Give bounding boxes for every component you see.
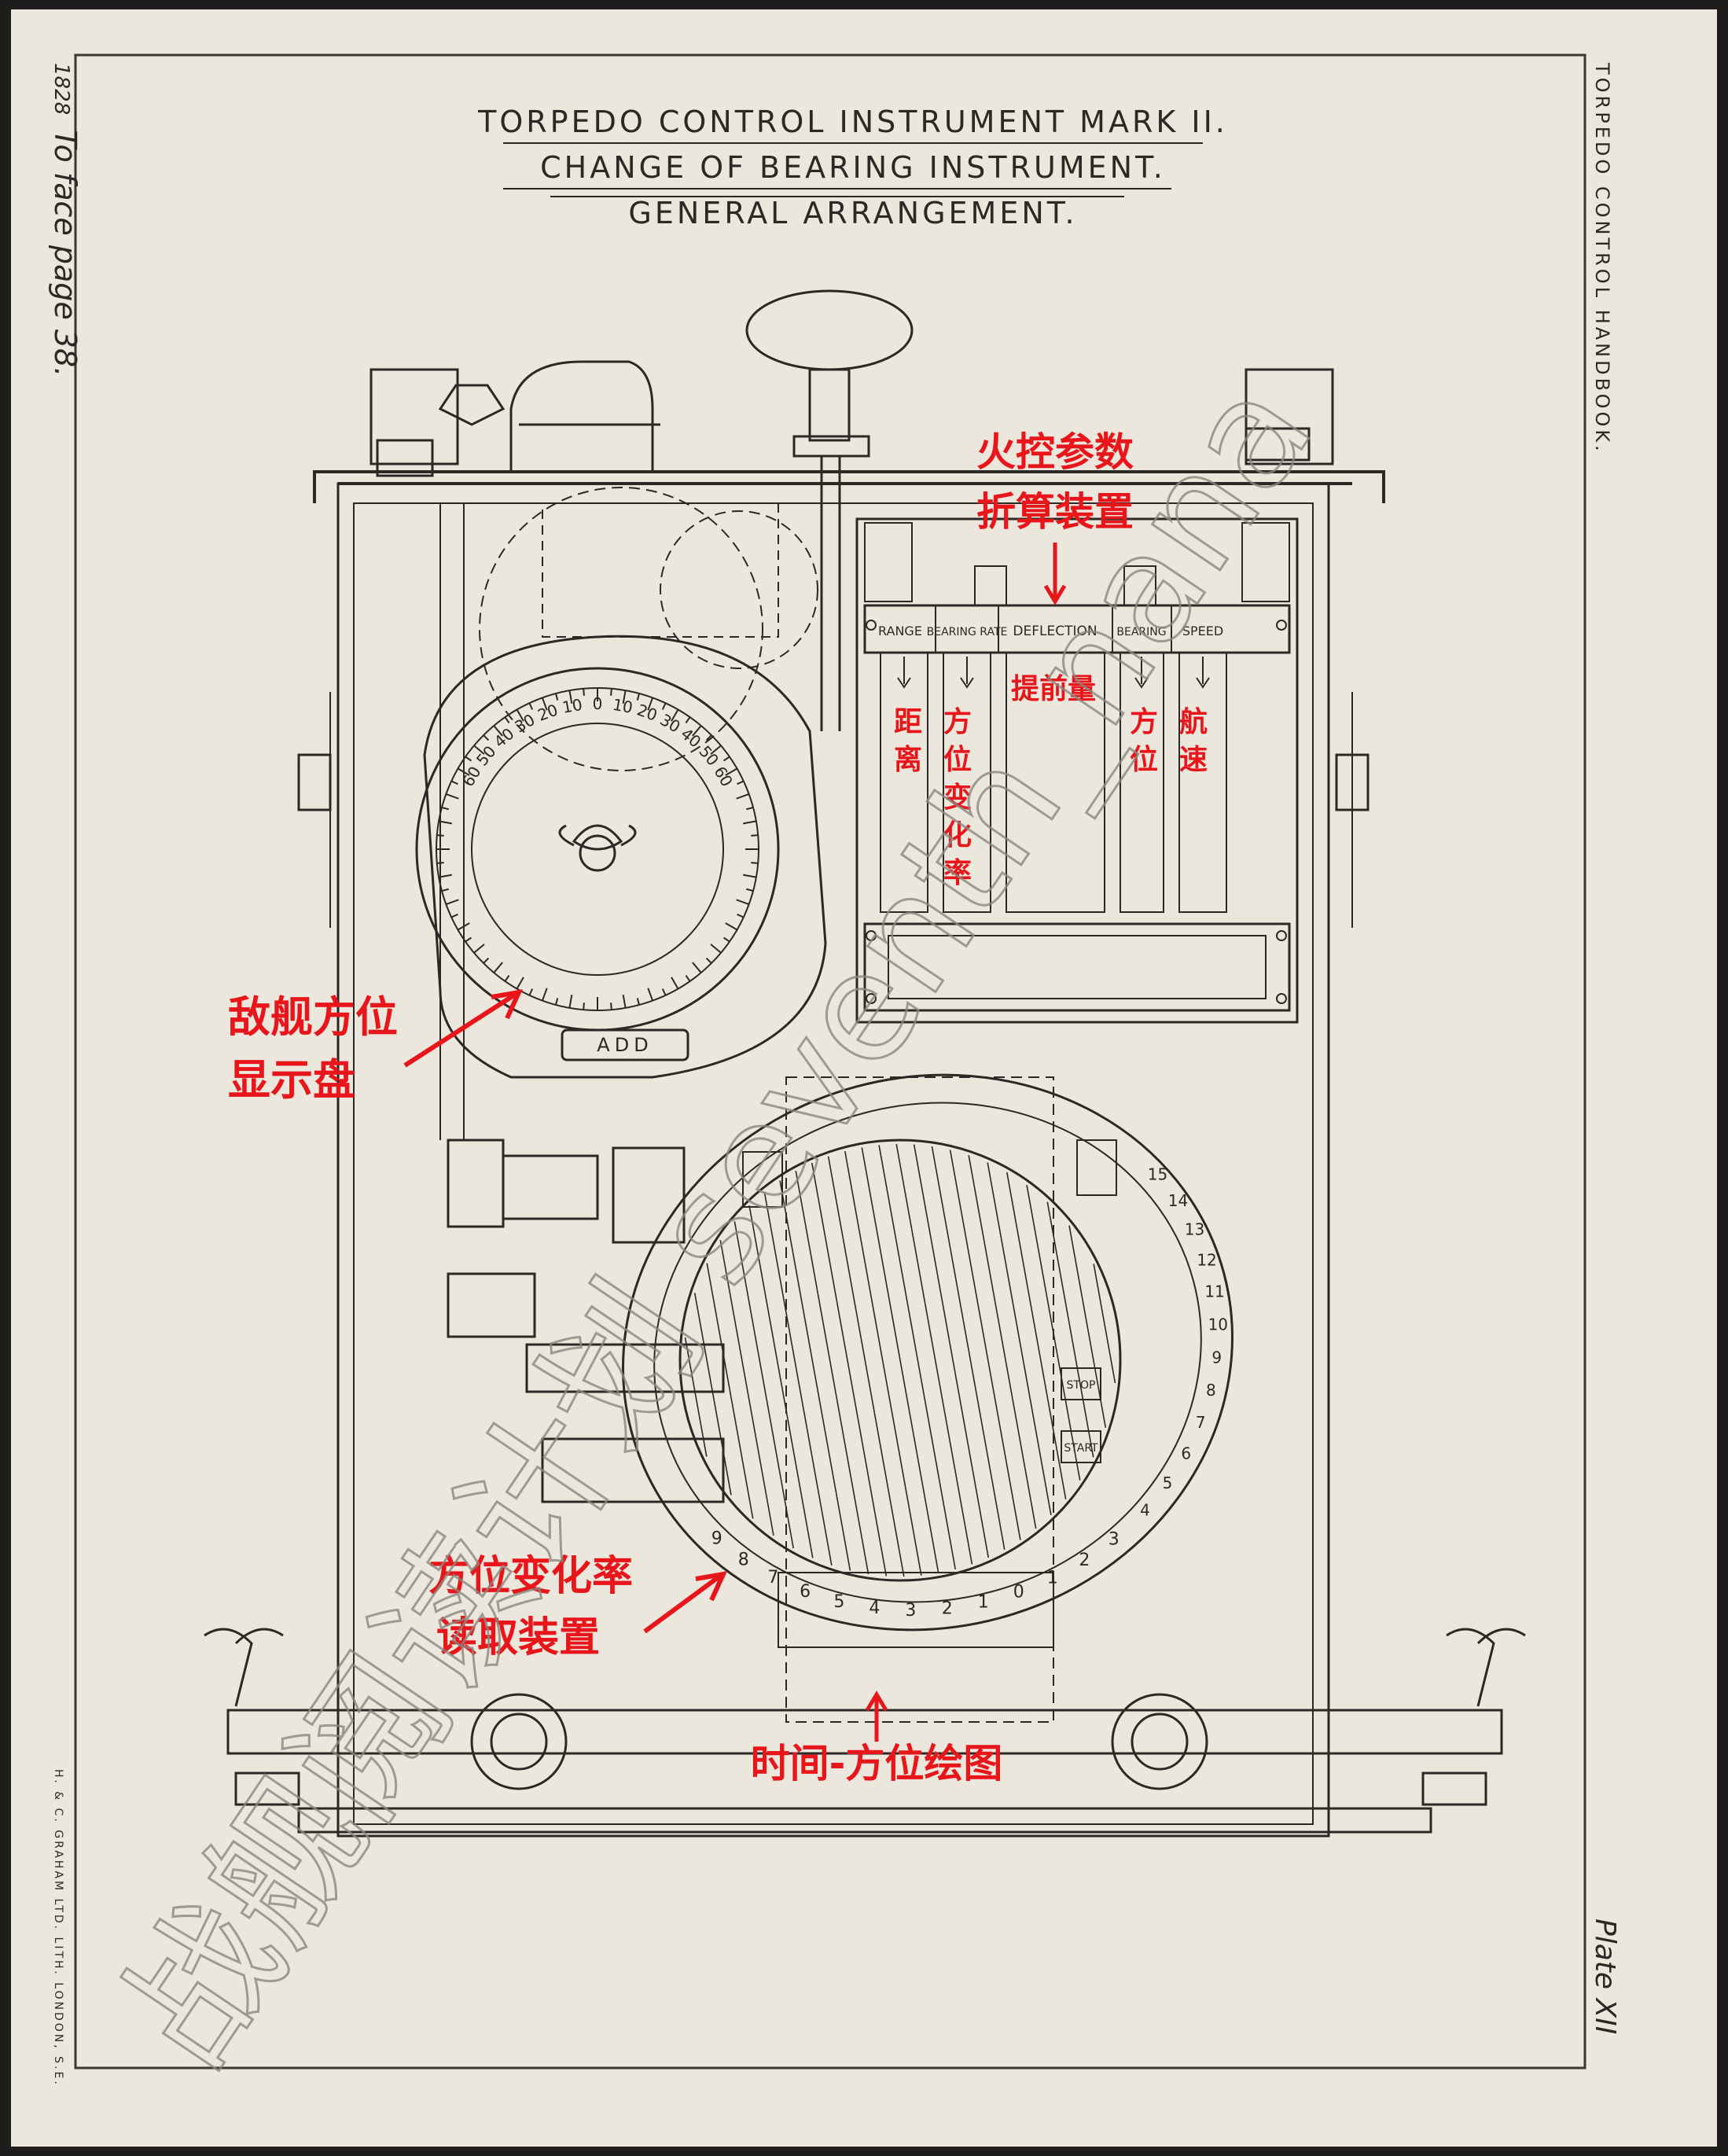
dial-pointer: [572, 824, 623, 851]
annotation-calc-line2: 折算装置: [976, 489, 1134, 535]
add-label: ADD: [597, 1034, 653, 1056]
scale-number: 4: [1140, 1500, 1150, 1519]
scale-number: 2: [1079, 1551, 1090, 1570]
panel-label-bearing-rate: BEARING RATE: [927, 626, 1008, 638]
title-line-3: GENERAL ARRANGEMENT.: [628, 196, 1077, 230]
dial-label: 10: [612, 695, 634, 717]
plate-border: [74, 53, 1586, 2070]
panel-label-speed: SPEED: [1182, 624, 1223, 638]
time-bearing-plot: STOP START: [622, 1073, 1233, 1723]
annotation-rate-reader-line2: 读取装置: [436, 1614, 600, 1661]
plot-outer-ring: [622, 1073, 1233, 1632]
scale-number: 13: [1185, 1220, 1204, 1239]
annotation-char: 率: [943, 857, 972, 889]
panel-label-deflection: DEFLECTION: [1013, 624, 1097, 639]
annotation-char: 方: [943, 706, 972, 738]
scale-number: 3: [905, 1601, 916, 1621]
panel-label-range: RANGE: [878, 624, 922, 638]
scale-number: 7: [1196, 1413, 1206, 1432]
annotation-char: 化: [943, 819, 972, 852]
scale-number: 2: [942, 1599, 953, 1618]
panel-label-bearing: BEARING: [1116, 626, 1166, 638]
annotation-bearing: 方位: [1130, 706, 1158, 776]
panel-column-labels: RANGE BEARING RATE DEFLECTION BEARING SP…: [878, 624, 1223, 639]
scale-number: 1: [1047, 1569, 1058, 1588]
annotation-time-bearing: 时间-方位绘图: [751, 1741, 1003, 1786]
printer-mark: H. & C. GRAHAM LTD. LITH. LONDON, S.E.: [52, 1769, 64, 2087]
annotation-calc-line1: 火控参数: [976, 429, 1134, 475]
annotation-deflection: 提前量: [1011, 673, 1096, 705]
scale-number: 8: [1206, 1381, 1216, 1400]
start-label: START: [1064, 1442, 1098, 1455]
scale-number: 3: [1108, 1529, 1120, 1549]
bearing-column: [1120, 652, 1164, 913]
left-note: To face page 38.: [48, 130, 83, 377]
title-line-1: TORPEDO CONTROL INSTRUMENT MARK II.: [477, 105, 1228, 139]
annotation-char: 位: [943, 744, 972, 776]
annotation-char: 变: [943, 781, 972, 814]
scale-number: 9: [1211, 1348, 1222, 1367]
scale-number: 7: [767, 1568, 778, 1588]
instrument-drawing: [297, 289, 1385, 1838]
speed-column: [1178, 652, 1227, 913]
scale-number: 11: [1204, 1282, 1224, 1301]
annotation-char: 距: [894, 706, 922, 738]
fire-control-panel: [855, 517, 1299, 1024]
annotation-enemy-line1: 敌舰方位: [228, 992, 398, 1042]
dial-label: 10: [561, 695, 583, 717]
scale-number: 12: [1197, 1250, 1216, 1269]
dial-face: [471, 723, 724, 976]
stop-label: STOP: [1067, 1379, 1096, 1392]
enemy-bearing-dial: ADD: [415, 635, 827, 1079]
plate-number: Plate XII: [1589, 1919, 1621, 2034]
left-number: 1828: [50, 63, 73, 115]
start-button: [1061, 1430, 1101, 1463]
annotation-char: 离: [894, 744, 922, 776]
scale-number: 1: [978, 1592, 989, 1612]
scale-number: 14: [1168, 1191, 1188, 1210]
scale-number: 5: [1163, 1474, 1173, 1492]
scale-number: 9: [711, 1529, 722, 1549]
stop-button: [1061, 1367, 1101, 1400]
title-line-2: CHANGE OF BEARING INSTRUMENT.: [540, 150, 1166, 185]
annotation-bearing-rate: 方位变化率: [943, 706, 972, 889]
scale-number: 15: [1148, 1165, 1167, 1184]
title-block: TORPEDO CONTROL INSTRUMENT MARK II. CHAN…: [477, 105, 1228, 230]
plot-glass: [678, 1139, 1122, 1582]
annotation-rate-reader-line1: 方位变化率: [428, 1553, 633, 1600]
annotation-char: 位: [1130, 744, 1158, 776]
annotation-range: 距离: [894, 706, 922, 776]
annotation-char: 速: [1179, 744, 1208, 776]
dial-label: 0: [593, 694, 603, 713]
bearing-rate-column: [943, 652, 991, 913]
scale-number: 10: [1208, 1315, 1228, 1334]
scale-number: 5: [833, 1592, 844, 1612]
panel-lower-window: [863, 922, 1291, 1012]
scale-number: 8: [738, 1551, 749, 1570]
scale-number: 0: [1013, 1583, 1024, 1602]
annotations: 火控参数 折算装置 距离 方位变化率 提前量 方位 航速 敌舰方位 显示盘 方位…: [228, 429, 1208, 1786]
range-column: [880, 652, 928, 913]
annotation-enemy-line2: 显示盘: [228, 1055, 355, 1105]
right-header: TORPEDO CONTROL HANDBOOK.: [1591, 62, 1613, 454]
scale-number: 6: [1181, 1444, 1191, 1463]
annotation-char: 航: [1179, 705, 1208, 738]
scale-number: 6: [800, 1582, 811, 1602]
base-and-mechanism: [204, 1139, 1526, 1834]
annotation-speed: 航速: [1179, 705, 1208, 776]
deflection-column: [1006, 652, 1105, 913]
annotation-char: 方: [1130, 706, 1158, 738]
scale-number: 4: [869, 1599, 880, 1618]
add-plate: [561, 1028, 689, 1061]
